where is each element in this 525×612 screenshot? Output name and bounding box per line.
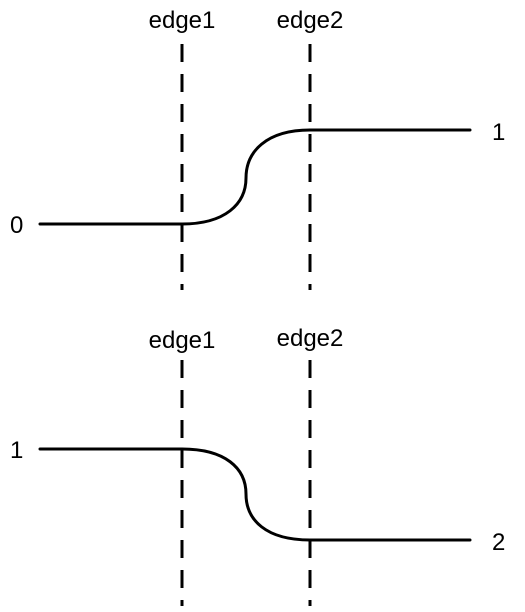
top-step-curve [38,128,472,226]
top-edge1-label: edge1 [149,7,216,34]
top-left-value: 0 [10,212,23,239]
bottom-edge1-label: edge1 [149,327,216,354]
bottom-step-curve [38,447,472,542]
top-diagram: edge1 edge2 0 1 [10,7,505,290]
top-right-value: 1 [492,119,505,146]
bottom-right-value: 2 [492,529,505,556]
bottom-diagram: edge1 edge2 1 2 [10,325,505,606]
bottom-left-value: 1 [10,437,23,464]
top-edge2-label: edge2 [277,7,344,34]
bottom-edge2-label: edge2 [277,325,344,352]
